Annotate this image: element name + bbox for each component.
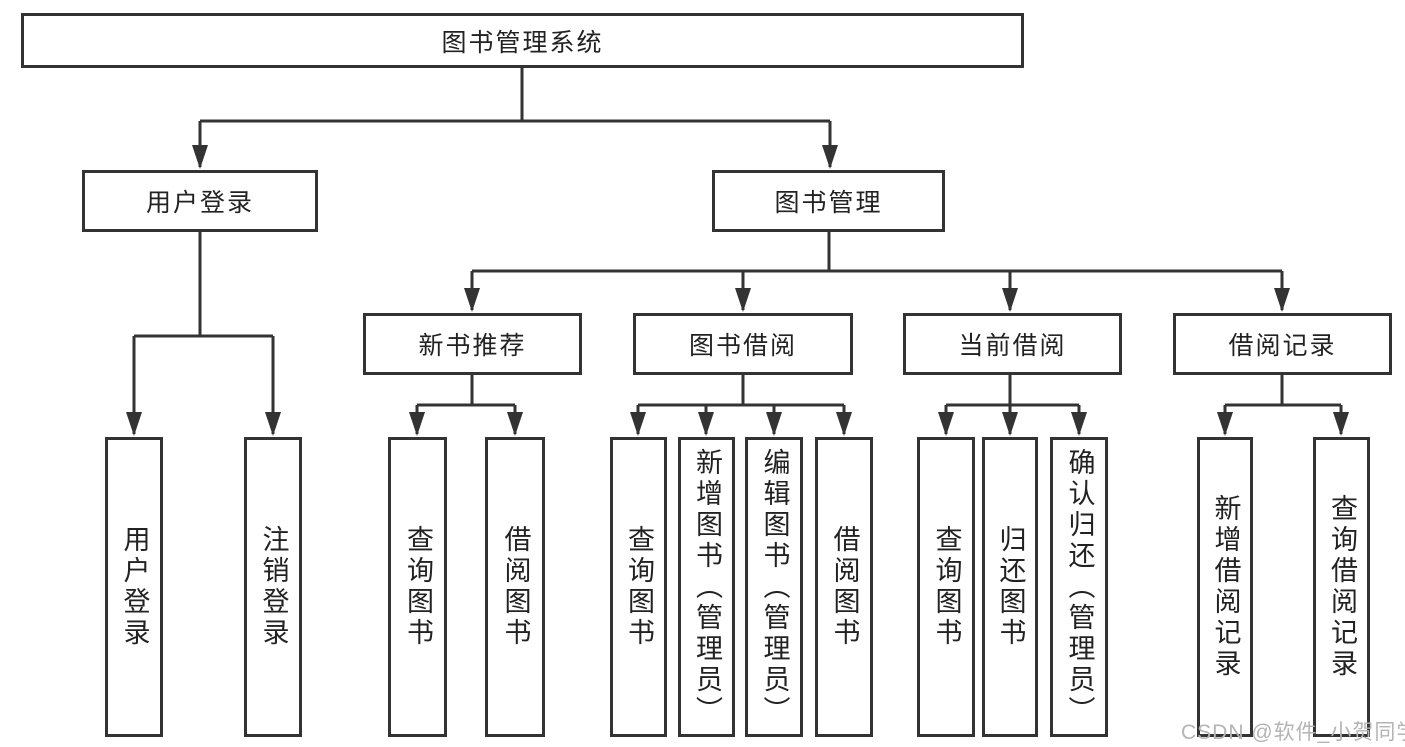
node-nb-borrow-books-leaf: 借阅图书 (485, 437, 545, 737)
node-book-management-branch: 图书管理 (712, 170, 945, 232)
node-cb-confirm-return-admin-leaf: 确认归还（管理员） (1050, 437, 1108, 737)
node-br-add-record-leaf: 新增借阅记录 (1197, 437, 1253, 737)
node-cb-query-books-leaf: 查询图书 (917, 437, 975, 737)
node-new-book-recommend: 新书推荐 (363, 313, 582, 375)
node-bb-borrow-books-leaf: 借阅图书 (815, 437, 873, 737)
connector-segments (126, 68, 1349, 436)
node-user-login-branch: 用户登录 (82, 170, 318, 232)
node-borrowing-records: 借阅记录 (1173, 313, 1392, 375)
node-current-borrowing: 当前借阅 (903, 313, 1122, 375)
node-logout-leaf: 注销登录 (244, 437, 302, 737)
node-br-query-record-leaf: 查询借阅记录 (1313, 437, 1370, 737)
node-login-user-leaf: 用户登录 (105, 437, 163, 737)
node-cb-return-books-leaf: 归还图书 (982, 437, 1038, 737)
node-root-system: 图书管理系统 (21, 13, 1024, 68)
node-bb-query-books-leaf: 查询图书 (610, 437, 667, 737)
node-bb-edit-books-admin-leaf: 编辑图书（管理员） (745, 437, 803, 737)
node-bb-add-books-admin-leaf: 新增图书（管理员） (678, 437, 735, 737)
node-nb-query-books-leaf: 查询图书 (388, 437, 447, 737)
node-book-borrowing: 图书借阅 (633, 313, 853, 375)
csdn-watermark: CSDN @软件_小贺同学 (1181, 721, 1405, 744)
